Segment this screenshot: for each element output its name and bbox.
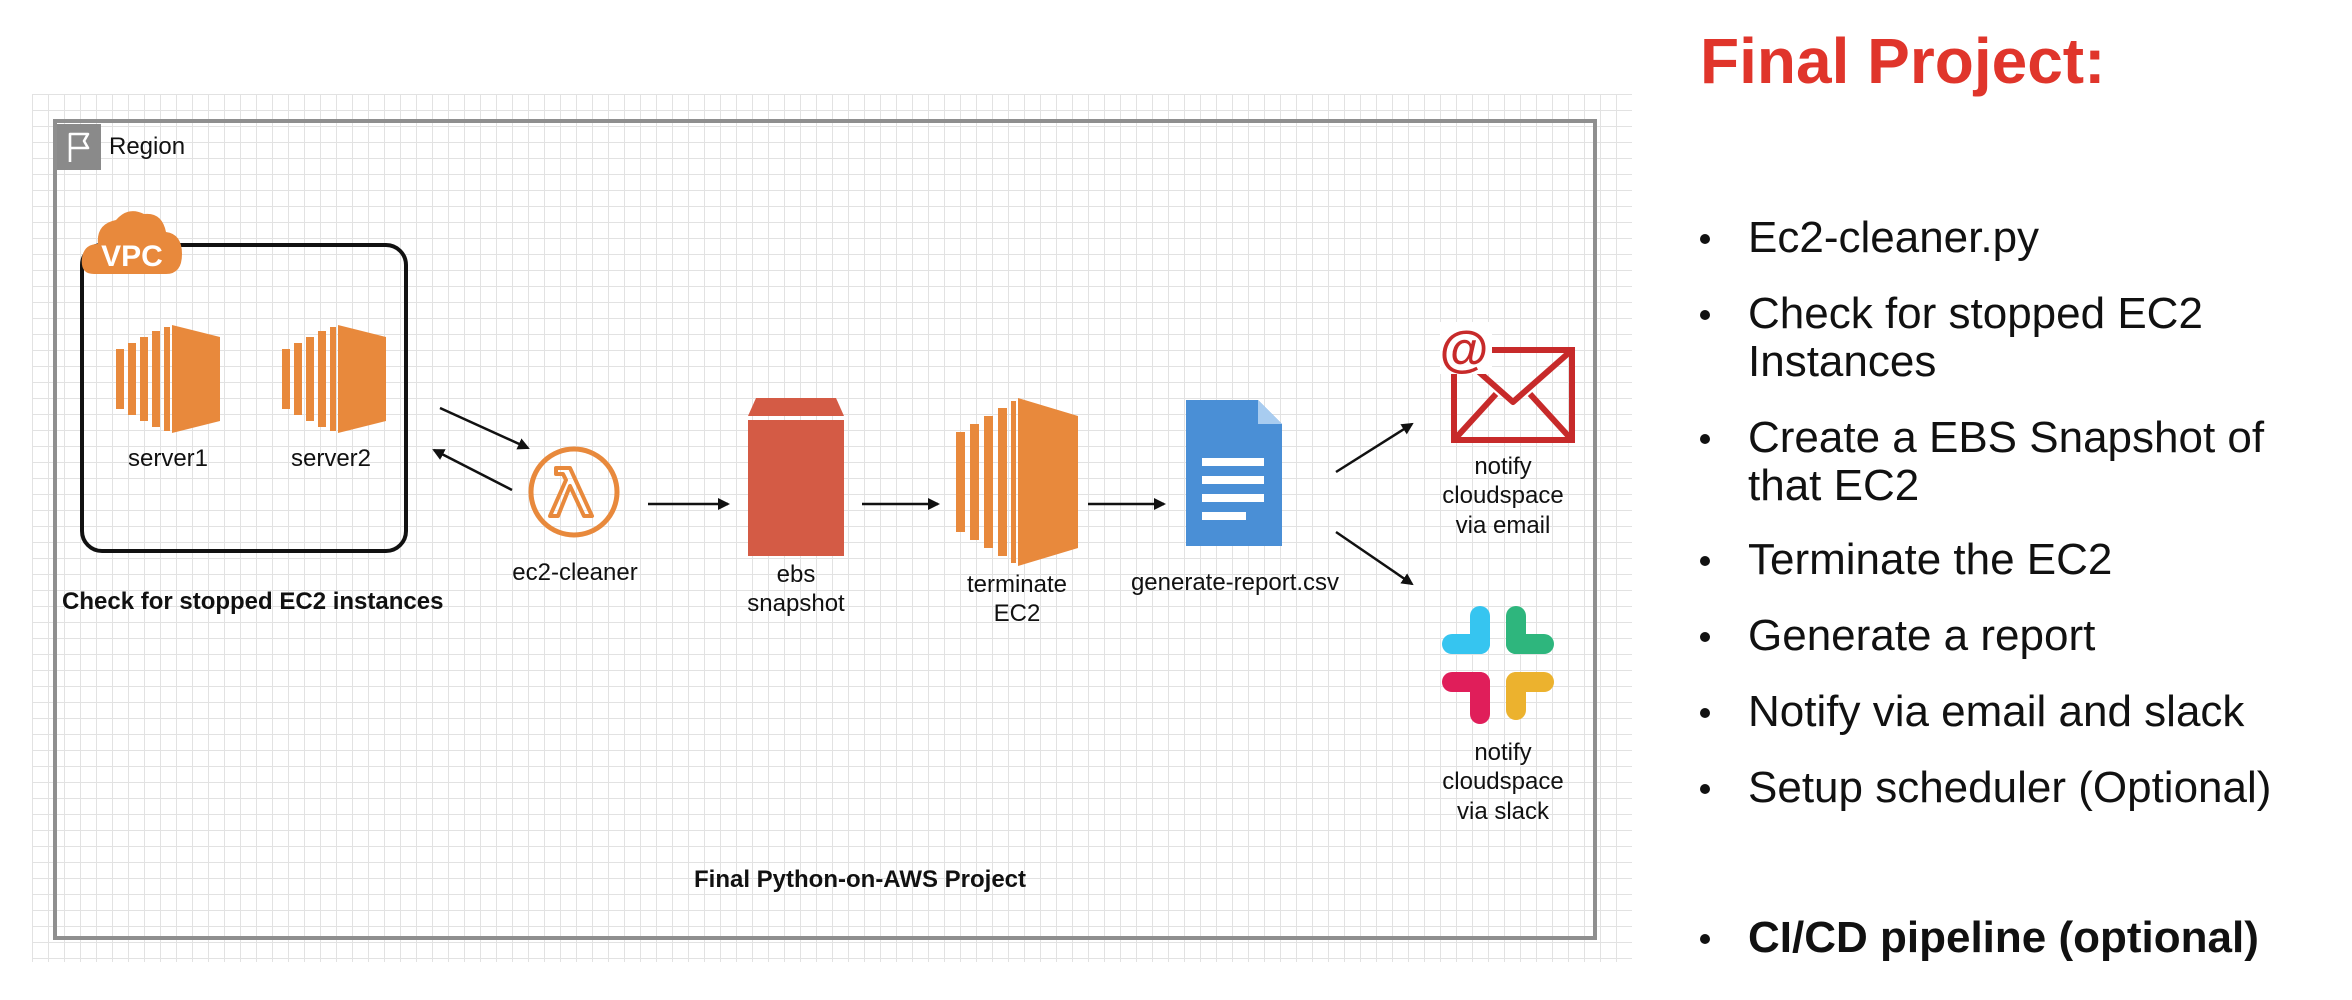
- ec2-instance-icon: [956, 398, 1078, 571]
- ec2-cleaner-label: ec2-cleaner: [512, 559, 638, 586]
- ec2-server-icon: [282, 325, 386, 438]
- server2-label: server2: [290, 445, 372, 472]
- vpc-boundary: [80, 243, 408, 553]
- notify-slack-label: notify cloudspace via slack: [1442, 739, 1564, 825]
- ec2-server-icon: [116, 325, 220, 438]
- region-label: Region: [109, 133, 186, 160]
- notify-email-label: notify cloudspace via email: [1442, 453, 1564, 539]
- generate-report-label: generate-report.csv: [1130, 569, 1340, 596]
- vpc-label: VPC: [101, 240, 163, 273]
- bullet-dot: [1700, 784, 1710, 794]
- bullet-dot: [1700, 234, 1710, 244]
- slack-icon: [1442, 606, 1554, 729]
- ebs-snapshot-label: ebs snapshot: [747, 561, 845, 618]
- bullet-dot: [1700, 632, 1710, 642]
- email-icon: @: [1440, 321, 1576, 451]
- ebs-volume-icon: [746, 398, 846, 561]
- bullet-dot: [1700, 434, 1710, 444]
- slide-title: Final Project:: [1700, 25, 2106, 97]
- bullet-dot: [1700, 708, 1710, 718]
- svg-text:@: @: [1440, 322, 1488, 377]
- lambda-icon: [526, 444, 622, 545]
- region-flag-icon: [57, 124, 101, 170]
- bullet-dot: [1700, 934, 1710, 944]
- server1-label: server1: [127, 445, 209, 472]
- region-boundary: [53, 119, 1597, 940]
- vpc-cloud-icon: VPC: [80, 204, 184, 278]
- bullet-dot: [1700, 310, 1710, 320]
- diagram-footer-label: Final Python-on-AWS Project: [694, 866, 1027, 893]
- bullet-dot: [1700, 556, 1710, 566]
- document-icon: [1186, 400, 1282, 551]
- terminate-ec2-label: terminate EC2: [966, 571, 1068, 628]
- check-instances-label: Check for stopped EC2 instances: [62, 588, 444, 615]
